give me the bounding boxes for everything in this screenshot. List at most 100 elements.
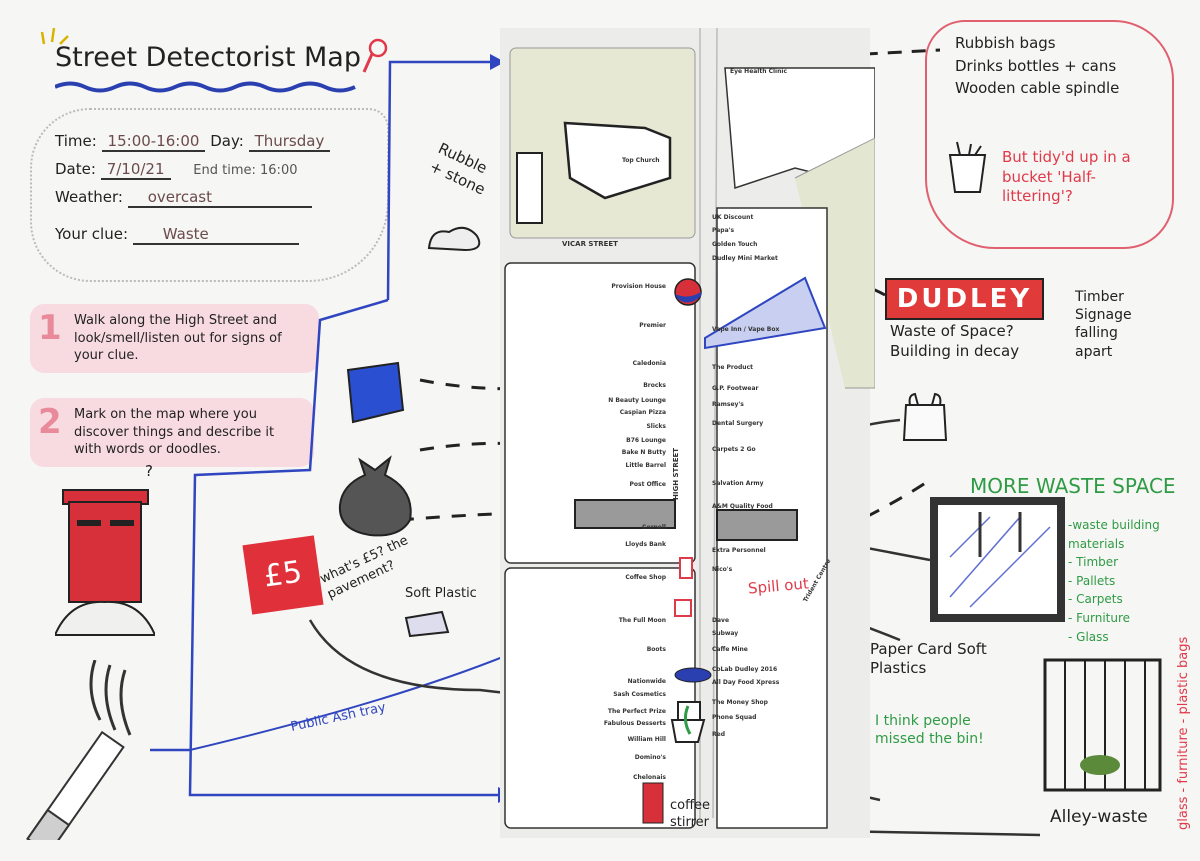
soft-plastic-doodle (404, 610, 450, 638)
vicar-street-label: VICAR STREET (562, 240, 618, 248)
hatched-area-left (574, 499, 676, 529)
high-street-map (500, 28, 875, 838)
rubbish-item: Drinks bottles + cans (955, 56, 1117, 75)
shop-label: Bake N Butty (621, 449, 666, 456)
waste-item: - Timber (1068, 555, 1119, 570)
shop-label: William Hill (627, 736, 666, 743)
shop-label: Lloyds Bank (625, 541, 666, 548)
shop-label: The Full Moon (618, 617, 666, 624)
map-title: Street Detectorist Map (55, 42, 361, 73)
waste-item: - Pallets (1068, 573, 1116, 588)
coffee-stirrer-label: coffee stirrer (670, 798, 711, 830)
missed-bin-note: I think people missed the bin! (875, 713, 984, 748)
title-wave-underline (55, 81, 356, 93)
cup-icon (679, 557, 693, 579)
shop-label: Carpets 2 Go (712, 446, 756, 453)
step-2: 2 Mark on the map where you discover thi… (30, 398, 314, 467)
shop-label: The Perfect Prize (607, 708, 666, 715)
shop-label: Fabulous Desserts (603, 720, 666, 727)
paper-card-plastics-note: Paper Card Soft Plastics (870, 640, 987, 677)
rubble-doodle (427, 226, 481, 252)
postbox-doodle (55, 489, 155, 636)
end-time: End time: 16:00 (193, 163, 298, 178)
window-doodle (930, 497, 1065, 622)
shop-label: Sash Cosmetics (613, 691, 666, 698)
shop-label: CoLab Dudley 2016 (712, 666, 778, 673)
box-icon (674, 599, 692, 617)
rubbish-cloud (925, 20, 1174, 249)
shop-label: Cornell (642, 524, 666, 531)
rubbish-item: Wooden cable spindle (955, 79, 1120, 97)
more-waste-heading: MORE WASTE SPACE (970, 474, 1176, 498)
shop-label: Post Office (629, 481, 666, 488)
clue-label: Your clue: (55, 225, 128, 243)
top-church-label: Top Church (622, 157, 660, 164)
shop-label: UK Discount (712, 214, 754, 221)
step-1-text: Walk along the High Street and look/smel… (74, 313, 282, 364)
shop-label: Caffe Mine (712, 646, 748, 653)
shop-label: Boots (646, 646, 666, 653)
alley-waste-label: Alley-waste (1050, 807, 1148, 827)
shop-label: Domino's (634, 754, 666, 761)
shop-label: The Money Shop (712, 699, 768, 706)
shop-label: Subway (712, 630, 739, 637)
shop-label: The Product (712, 364, 753, 371)
shop-label: G.P. Footwear (712, 385, 759, 392)
bottle-cap-icon (674, 667, 712, 683)
step-2-text: Mark on the map where you discover thing… (74, 407, 275, 458)
shop-label: Premier (639, 322, 666, 329)
clue-value: Waste (132, 225, 299, 245)
shop-label: Phone Squad (712, 714, 757, 721)
waste-of-space-note: Waste of Space? Building in decay (890, 322, 1020, 360)
time-label: Time: (55, 132, 97, 150)
waste-item: - Glass (1068, 629, 1109, 644)
crushed-can-doodle (346, 361, 405, 424)
waste-item: -waste building materials (1068, 518, 1160, 551)
bucket-doodle (948, 141, 987, 193)
cigarette-doodle (26, 660, 132, 840)
shop-label: Extra Personnel (712, 547, 766, 554)
shop-label: Ramsey's (712, 401, 744, 408)
shop-label: Caspian Pizza (619, 409, 666, 416)
shop-label: Little Barrel (625, 462, 667, 469)
shop-label: N Beauty Lounge (608, 397, 666, 404)
weather-label: Weather: (55, 188, 123, 206)
clue-row: Your clue: Waste (55, 225, 299, 245)
shop-label: Caledonia (632, 360, 666, 367)
alley-gate-doodle (1043, 658, 1162, 792)
bin-doodle (670, 701, 706, 743)
step-1-number: 1 (38, 308, 62, 348)
rubbish-item: Rubbish bags (955, 34, 1056, 52)
waste-item: - Carpets (1068, 592, 1123, 607)
rubbish-list: Rubbish bags Drinks bottles + cans Woode… (955, 32, 1119, 100)
step-2-number: 2 (38, 402, 62, 442)
shop-label: Brocks (643, 382, 666, 389)
soft-plastic-label: Soft Plastic (405, 586, 477, 601)
shop-label: Salvation Army (712, 480, 764, 487)
magnifier-icon (362, 38, 388, 73)
shop-label: All Day Food Xpress (712, 679, 780, 686)
half-littering-note: But tidy'd up in a bucket 'Half-litterin… (1002, 148, 1131, 205)
shop-label: Vape Inn / Vape Box (712, 326, 780, 333)
shop-label: Golden Touch (712, 241, 758, 248)
shop-label: B76 Lounge (626, 437, 666, 444)
timber-signage-note: Timber Signage falling apart (1075, 289, 1132, 360)
date-label: Date: (55, 160, 96, 178)
waste-item: - Furniture (1068, 610, 1131, 625)
side-waste-list: glass - furniture - plastic bags (1176, 636, 1191, 830)
weather-value: overcast (127, 188, 312, 208)
plastic-bag-doodle (902, 392, 948, 441)
shop-label: Eye Health Clinic (730, 68, 787, 75)
shop-label: Dental Surgery (712, 420, 764, 427)
waste-material-list: -waste building materials - Timber - Pal… (1068, 516, 1168, 646)
shop-label: Red (712, 731, 725, 738)
shop-label: Coffee Shop (625, 574, 666, 581)
step-1: 1 Walk along the High Street and look/sm… (30, 304, 319, 373)
day-label: Day: (210, 132, 244, 150)
shop-label: Nico's (712, 566, 733, 573)
blue-hatched-area (704, 276, 827, 350)
shop-label: Nationwide (627, 678, 666, 685)
shop-label: Dave (712, 617, 730, 624)
date-value: 7/10/21 (100, 160, 171, 180)
